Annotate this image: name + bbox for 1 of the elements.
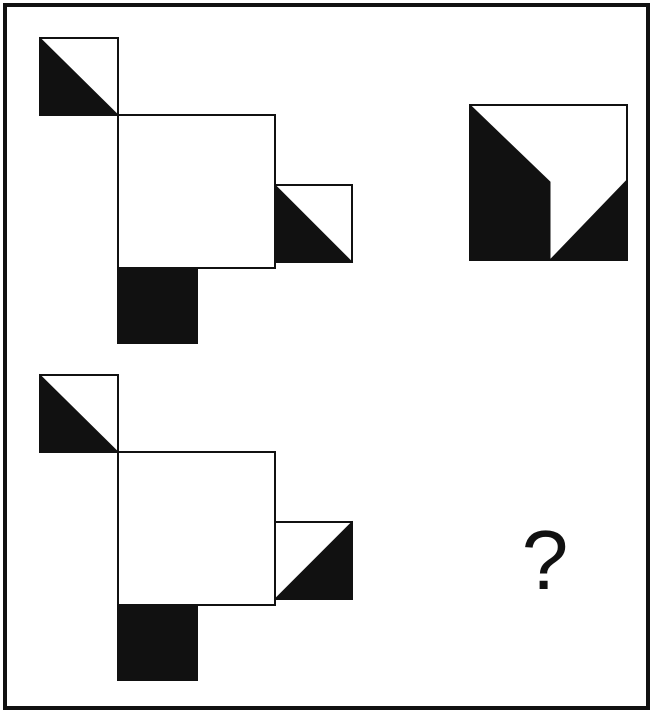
question-mark: ?	[520, 515, 570, 605]
